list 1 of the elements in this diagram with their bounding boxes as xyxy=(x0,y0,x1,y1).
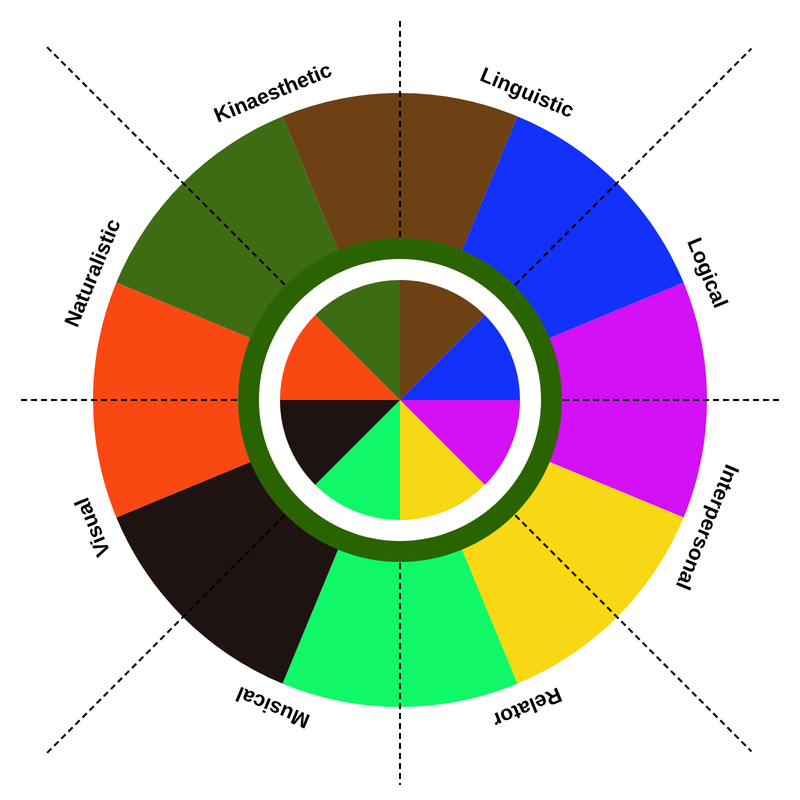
segment-label: Visual xyxy=(72,494,115,560)
